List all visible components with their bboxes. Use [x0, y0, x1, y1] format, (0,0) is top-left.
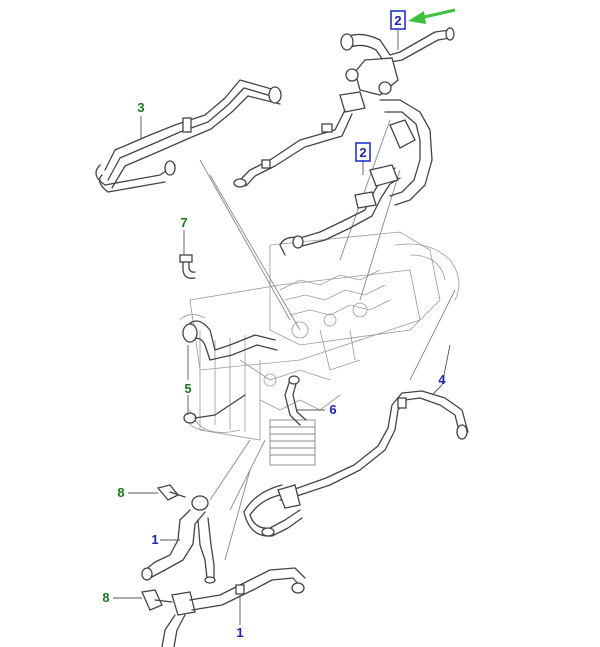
callout-1-upper: 1 [151, 532, 158, 547]
callout-6: 6 [329, 402, 336, 417]
svg-text:2: 2 [359, 145, 366, 160]
hose-part-1-upper [141, 495, 216, 584]
callout-2-middle: 2 [355, 142, 371, 162]
hose-part-2-top [233, 27, 455, 206]
callout-1-lower: 1 [236, 625, 243, 640]
hose-part-2-middle [279, 164, 401, 256]
leader-lines [113, 30, 451, 625]
callout-5: 5 [184, 381, 191, 396]
hose-part-1-lower [161, 567, 306, 647]
fitting-part-8-upper [156, 484, 186, 501]
hose-part-5 [182, 320, 278, 424]
callout-2-top: 2 [390, 10, 406, 30]
callout-3: 3 [137, 100, 144, 115]
hose-part-3 [95, 79, 282, 193]
projection-lines [199, 119, 456, 561]
callout-4: 4 [438, 372, 446, 387]
callout-8-lower: 8 [102, 590, 109, 605]
highlight-arrow [408, 8, 456, 24]
hose-part-6 [284, 375, 307, 426]
fitting-part-7 [179, 254, 196, 279]
fitting-part-8-lower [141, 589, 173, 611]
engine-block [179, 231, 460, 466]
callout-8-upper: 8 [117, 485, 124, 500]
hose-part-4 [243, 390, 469, 537]
svg-text:2: 2 [394, 13, 401, 28]
callout-7: 7 [180, 215, 187, 230]
